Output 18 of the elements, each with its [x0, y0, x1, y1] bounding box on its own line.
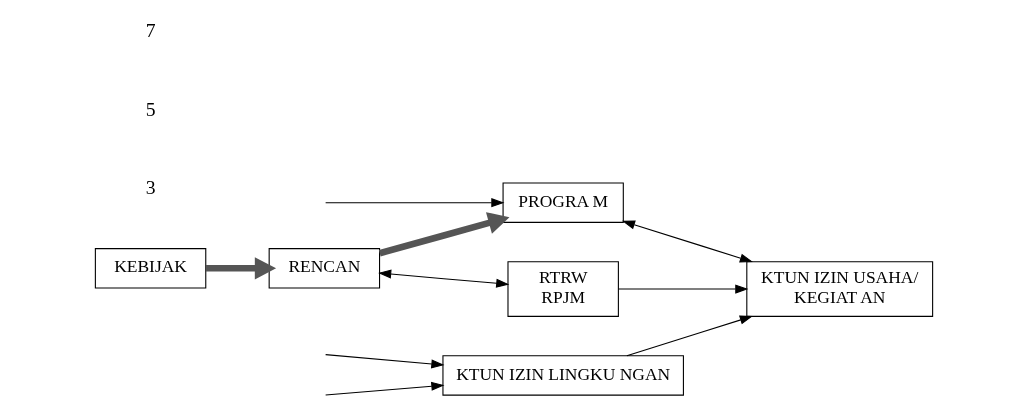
node-box: KTUN IZIN LINGKU NGAN [441, 355, 684, 396]
arrow [324, 354, 444, 369]
arrow [324, 381, 444, 396]
arrow [378, 212, 509, 257]
label: 5 [145, 97, 155, 120]
arrow [625, 315, 753, 357]
arrow [377, 269, 509, 288]
label: 3 [145, 176, 155, 199]
arrow [205, 257, 276, 280]
arrow [621, 220, 753, 263]
node-box: RTRW RPJM [506, 261, 619, 317]
node-box: KTUN IZIN USAHA/ KEGIAT AN [745, 261, 933, 317]
arrow [324, 198, 504, 208]
label: 7 [145, 19, 155, 42]
arrow [617, 284, 748, 294]
node-box: PROGRA M [502, 182, 624, 223]
node-box: RENCAN [268, 248, 380, 289]
node-box: KEBIJAK [94, 248, 206, 289]
